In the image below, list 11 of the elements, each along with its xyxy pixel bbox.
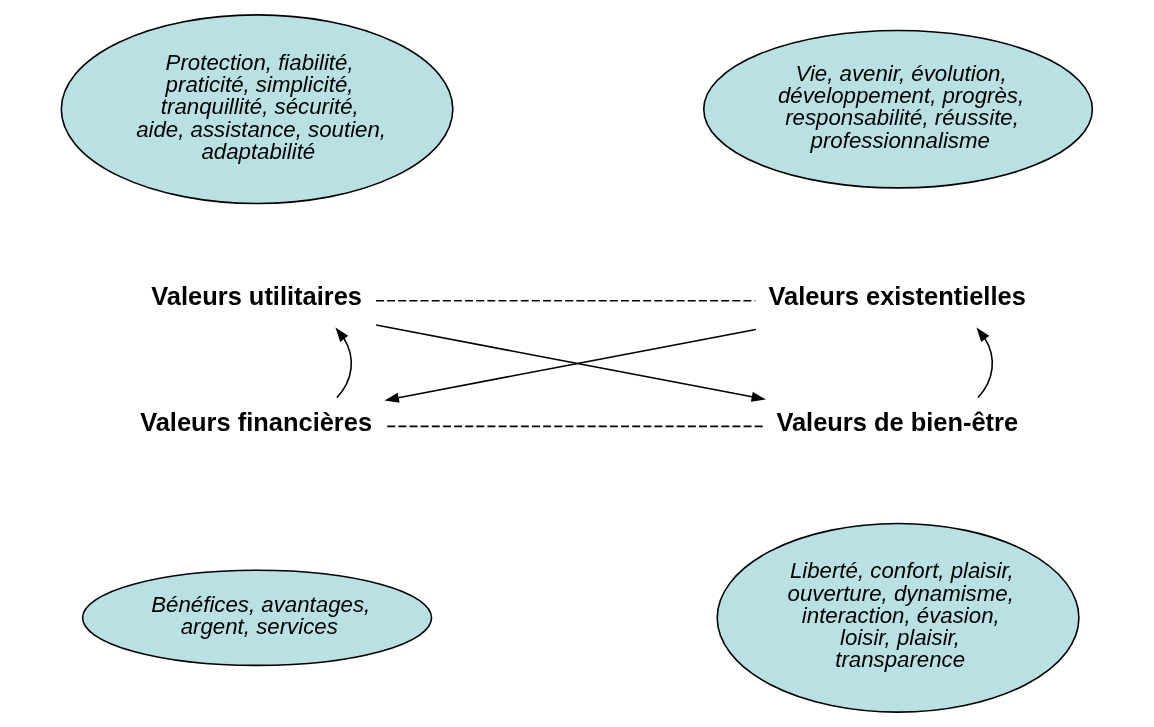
connector xyxy=(386,425,765,428)
node-text: Valeurs de bien-être xyxy=(776,407,1019,436)
node-ellipse: Vie, avenir, évolution, développement, progrès, responsabilité, réussite, professionnalisme xyxy=(702,29,1094,189)
arrow xyxy=(976,327,994,399)
node-ellipse: Bénéfices, avantages, argent, services xyxy=(81,569,433,667)
node-ellipse: Protection, fiabilité, praticité, simplicité, tranquillité, sécurité, aide, assistance, soutien, adaptabilité xyxy=(60,14,454,205)
node-text: Valeurs financières xyxy=(140,407,373,436)
node-text: Valeurs utilitaires xyxy=(151,282,362,311)
arrow xyxy=(335,327,353,399)
node-text: Valeurs existentielles xyxy=(768,282,1026,311)
node-ellipse: Liberté, confort, plaisir, ouverture, dynamisme, interaction, évasion, loisir, plaisir, transparence xyxy=(716,522,1080,713)
